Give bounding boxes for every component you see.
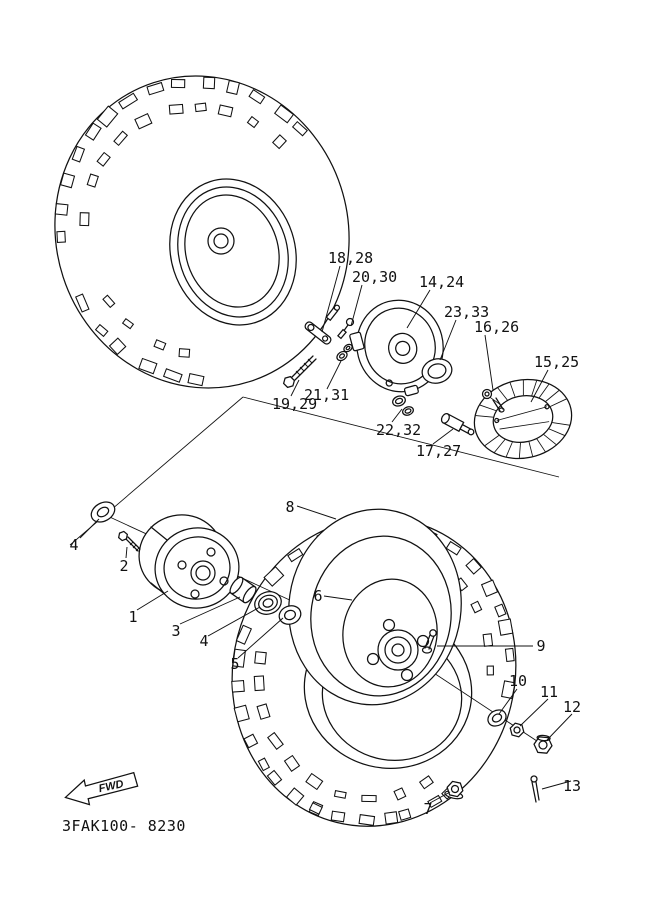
brake-shoe-assembly-15-25 xyxy=(473,378,573,460)
top-tire xyxy=(54,75,350,389)
washers-21-31 xyxy=(336,343,353,362)
callout-13: 13 xyxy=(563,777,581,795)
bottom-tire xyxy=(231,517,517,827)
top-tire-hub-hole xyxy=(207,227,235,255)
bolt-19-29 xyxy=(282,355,317,389)
callout-22-32: 22,32 xyxy=(376,421,421,439)
callout-4a: 4 xyxy=(69,536,78,554)
oil-seal-5 xyxy=(278,605,302,625)
wheel-rim xyxy=(288,508,462,706)
callout-21-31: 21,31 xyxy=(304,386,349,404)
callout-15-25: 15,25 xyxy=(534,353,579,371)
grease-seal-23-33 xyxy=(421,358,453,384)
valve-stem-9 xyxy=(421,629,437,654)
washer-4-front xyxy=(90,501,116,523)
callout-17-27: 17,27 xyxy=(416,442,461,460)
callout-14-24: 14,24 xyxy=(419,273,464,291)
fwd-label: FWD xyxy=(98,778,125,795)
callout-11: 11 xyxy=(540,683,558,701)
callout-6: 6 xyxy=(313,587,322,605)
callout-3: 3 xyxy=(171,622,180,640)
lug-holes xyxy=(366,618,430,682)
callout-2: 2 xyxy=(119,557,128,575)
callout-5: 5 xyxy=(230,655,239,673)
bottom-tire-treads xyxy=(231,519,516,826)
top-tire-treads xyxy=(54,76,308,387)
brake-lever-18-28 xyxy=(304,304,341,345)
callout-23-33: 23,33 xyxy=(444,303,489,321)
callout-labels: 18,28 20,30 14,24 23,33 16,26 15,25 19,2… xyxy=(69,249,581,818)
callout-1: 1 xyxy=(128,608,137,626)
flange-nut-7 xyxy=(444,780,464,800)
callout-18-28: 18,28 xyxy=(328,249,373,267)
castle-nut-12 xyxy=(533,734,553,754)
pin-20-30 xyxy=(337,317,355,340)
callout-19-29: 19,29 xyxy=(272,395,317,413)
circlips-22-32 xyxy=(392,395,414,416)
brake-spring-parts-16-26 xyxy=(481,388,505,413)
fwd-arrow: FWD xyxy=(64,771,139,806)
washer-10 xyxy=(487,709,507,727)
callout-20-30: 20,30 xyxy=(352,268,397,286)
hub-assembly-1 xyxy=(138,514,240,609)
diagram-code: 3FAK100- 8230 xyxy=(62,817,186,835)
nut-11 xyxy=(509,722,525,738)
callout-16-26: 16,26 xyxy=(474,318,519,336)
callout-10: 10 xyxy=(509,672,527,690)
spacer-3 xyxy=(229,576,257,604)
callout-4b: 4 xyxy=(199,632,208,650)
callout-9: 9 xyxy=(536,637,545,655)
brake-backing-plate xyxy=(349,299,444,397)
adjuster-17-27 xyxy=(440,413,475,436)
bolt-2 xyxy=(117,530,141,552)
cotter-pin-13 xyxy=(530,775,540,803)
callout-8: 8 xyxy=(285,498,294,516)
bearing-4 xyxy=(254,591,282,615)
callout-7: 7 xyxy=(423,800,432,818)
callout-12: 12 xyxy=(563,698,581,716)
leader-lines xyxy=(79,265,573,804)
